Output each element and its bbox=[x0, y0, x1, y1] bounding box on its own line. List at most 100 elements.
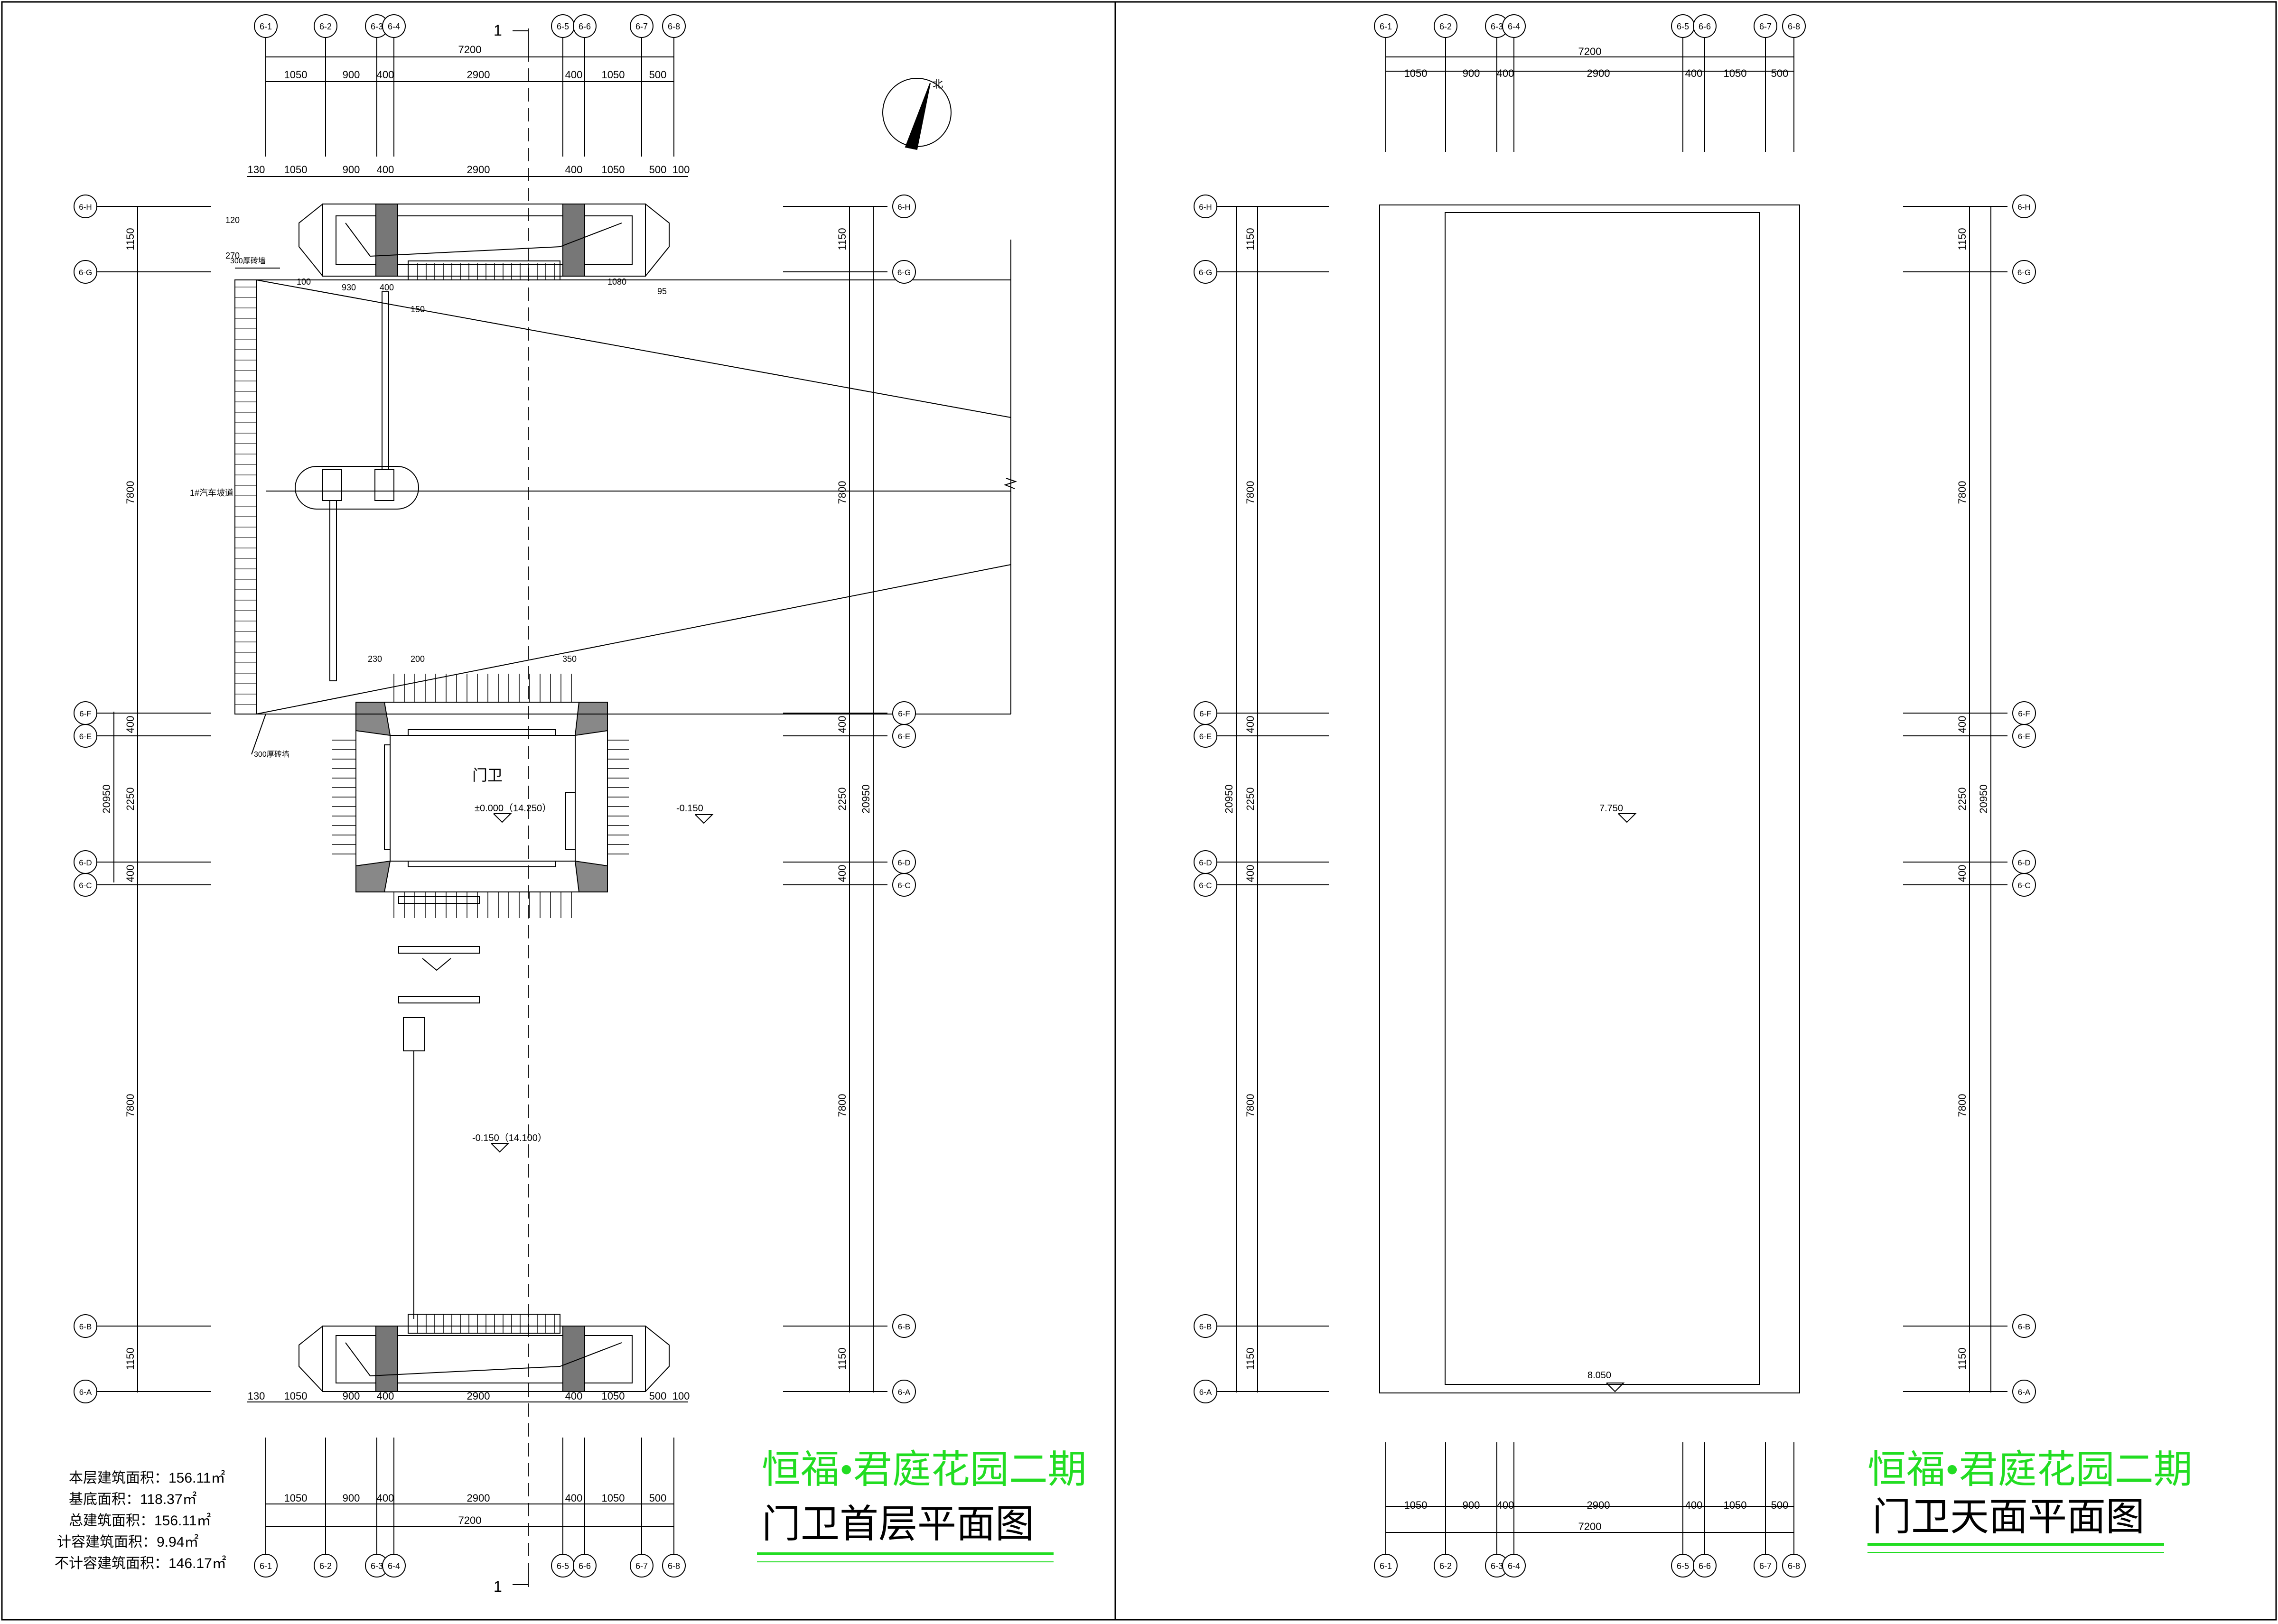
left-dim-row-left: 7800 bbox=[124, 1094, 136, 1117]
left-row-bubble-label: 6-H bbox=[79, 203, 92, 212]
left-dim-row-right: 2250 bbox=[836, 788, 848, 811]
left-row-bubble bbox=[74, 195, 97, 218]
right-dim-row-left: 1150 bbox=[1244, 228, 1256, 250]
left-dim-row-left: 1150 bbox=[124, 228, 136, 250]
top-gate-flank-right bbox=[645, 204, 670, 277]
right-dim-bottom: 900 bbox=[1463, 1499, 1480, 1511]
left-col-bubble-label: 6-2 bbox=[319, 1561, 332, 1571]
gate-arm-3 bbox=[398, 996, 480, 1003]
barrier-post-left bbox=[322, 469, 342, 501]
area-summary: 本层建筑面积：156.11㎡ 基底面积：118.37㎡ 总建筑面积：156.11… bbox=[55, 1470, 226, 1571]
right-col-bubble-label: 6-8 bbox=[1788, 22, 1800, 31]
right-row-bubble bbox=[2012, 873, 2036, 897]
left-dim-bottom-total: 7200 bbox=[458, 1514, 482, 1526]
right-col-bubble-label: 6-1 bbox=[1380, 22, 1392, 31]
left-dim-detail-bottom: 2900 bbox=[467, 1390, 490, 1402]
gate-arm-1 bbox=[398, 896, 480, 904]
left-row-bubble-label: 6-C bbox=[79, 881, 92, 890]
right-col-bubble-label: 6-7 bbox=[1759, 22, 1772, 31]
top-gate-column-right bbox=[562, 204, 585, 277]
left-floor-plan bbox=[97, 28, 1054, 1587]
project-title-left: 恒福•君庭花园二期 bbox=[762, 1448, 1087, 1491]
left-dim-detail-top: 1050 bbox=[602, 164, 625, 176]
right-col-bubble bbox=[1374, 1554, 1398, 1578]
roof-bottom-level-mark bbox=[1606, 1383, 1625, 1392]
right-col-bubble-label: 6-3 bbox=[1491, 1561, 1503, 1571]
area-line-1: 本层建筑面积：156.11㎡ bbox=[69, 1470, 225, 1486]
right-row-bubble bbox=[2012, 724, 2036, 748]
right-row-bubble bbox=[1194, 873, 1217, 897]
area-line-2: 基底面积：118.37㎡ bbox=[69, 1492, 197, 1507]
north-arrow-needle bbox=[905, 83, 931, 150]
left-dim-detail-top: 100 bbox=[672, 164, 690, 176]
left-dim-detail-bottom: 400 bbox=[377, 1390, 394, 1402]
left-dim-misc: 150 bbox=[411, 305, 425, 314]
right-row-bubble-label: 6-H bbox=[1199, 203, 1212, 212]
right-row-bubble bbox=[2012, 195, 2036, 218]
left-dim-misc: 95 bbox=[657, 287, 667, 296]
left-dim-detail-top: 130 bbox=[248, 164, 265, 176]
left-row-bubble-label: 6-D bbox=[897, 858, 910, 867]
project-title-right: 恒福•君庭花园二期 bbox=[1867, 1448, 2193, 1491]
left-col-bubble-label: 6-3 bbox=[371, 1561, 383, 1571]
right-dim-row-right: 1150 bbox=[1956, 228, 1968, 250]
left-col-bubble bbox=[382, 14, 406, 38]
right-col-bubble bbox=[1693, 14, 1717, 38]
left-col-bubble-label: 6-7 bbox=[635, 22, 648, 31]
left-column-grid-lines bbox=[265, 38, 674, 1556]
left-row-bubble-label: 6-G bbox=[897, 268, 911, 277]
level-outside-2-label: -0.150（14.100） bbox=[472, 1132, 547, 1143]
left-dim-detail-top: 2900 bbox=[467, 164, 490, 176]
section-arrow-top bbox=[513, 30, 529, 52]
guard-house-inner bbox=[390, 735, 576, 862]
left-dim-row-total-left: 20950 bbox=[101, 784, 112, 813]
top-gate-flank-left bbox=[299, 204, 323, 277]
right-dim-row-left: 7800 bbox=[1244, 1094, 1256, 1117]
right-dim-row-right: 7800 bbox=[1956, 1094, 1968, 1117]
right-col-bubble bbox=[1782, 14, 1806, 38]
left-row-bubble-label: 6-F bbox=[79, 709, 92, 718]
wall-note-bottom: 300厚砖墙 bbox=[254, 750, 289, 759]
right-col-bubble-label: 6-3 bbox=[1491, 22, 1503, 31]
right-dim-bottom: 400 bbox=[1497, 1499, 1514, 1511]
left-dim-detail-top: 500 bbox=[649, 164, 667, 176]
left-dim-detail-bottom: 100 bbox=[672, 1390, 690, 1402]
right-dim-top: 400 bbox=[1685, 67, 1703, 79]
left-dim-bottom: 400 bbox=[377, 1492, 394, 1504]
bottom-gate-column-right bbox=[562, 1326, 585, 1392]
left-dim-misc: 400 bbox=[380, 283, 394, 292]
left-col-bubble-label: 6-6 bbox=[579, 1561, 591, 1571]
bottom-gate-roof-line bbox=[345, 1342, 622, 1377]
left-col-bubble-label: 6-1 bbox=[260, 22, 272, 31]
right-row-bubble-label: 6-C bbox=[1199, 881, 1212, 890]
ramp-label: 1#汽车坡道 bbox=[190, 488, 233, 498]
section-mark-bottom: 1 bbox=[494, 1578, 502, 1595]
right-dim-top: 2900 bbox=[1587, 67, 1610, 79]
left-col-bubble-label: 6-1 bbox=[260, 1561, 272, 1571]
left-col-bubble bbox=[314, 1554, 337, 1578]
road-taper-top bbox=[256, 279, 1011, 418]
left-row-bubble-label: 6-E bbox=[898, 732, 910, 741]
wall-note-top: 300厚砖墙 bbox=[230, 257, 266, 265]
barrier-arm-top-2 bbox=[329, 500, 337, 681]
left-dim-detail-bottom: 130 bbox=[248, 1390, 265, 1402]
left-col-bubble-label: 6-5 bbox=[557, 1561, 569, 1571]
left-dim-row-left: 1150 bbox=[124, 1347, 136, 1370]
right-dim-bottom: 1050 bbox=[1404, 1499, 1428, 1511]
right-row-bubble bbox=[1194, 724, 1217, 748]
roof-bottom-level-label: 8.050 bbox=[1587, 1370, 1611, 1381]
break-mark bbox=[1004, 478, 1018, 489]
right-dim-top-total: 7200 bbox=[1578, 46, 1602, 57]
right-row-grid-lines bbox=[1217, 206, 2007, 1392]
right-row-bubble-label: 6-B bbox=[2018, 1322, 2030, 1331]
right-col-bubble bbox=[1754, 14, 1777, 38]
guard-room-label: 门卫 bbox=[472, 767, 503, 784]
right-dim-row-right: 400 bbox=[1956, 716, 1968, 733]
right-col-bubble-label: 6-2 bbox=[1439, 1561, 1452, 1571]
left-dim-top: 2900 bbox=[467, 69, 490, 81]
left-col-bubble-label: 6-7 bbox=[635, 1561, 648, 1571]
left-dim-top: 400 bbox=[565, 69, 583, 81]
left-dim-misc: 200 bbox=[411, 654, 425, 664]
right-dim-row-right: 1150 bbox=[1956, 1347, 1968, 1370]
